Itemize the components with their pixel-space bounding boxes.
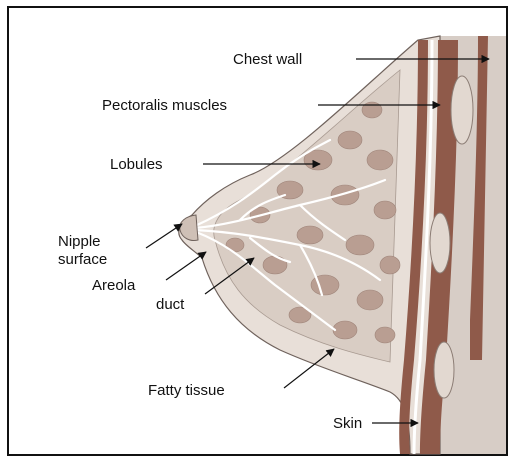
lobule [346, 235, 374, 255]
rib [430, 213, 450, 273]
arrow-areola [166, 252, 206, 280]
lobule [357, 290, 383, 310]
lobule [375, 327, 395, 343]
label-chest-wall: Chest wall [233, 51, 302, 68]
label-areola: Areola [92, 277, 136, 294]
label-fatty-tissue: Fatty tissue [148, 382, 225, 399]
rib [434, 342, 454, 398]
label-skin: Skin [333, 415, 362, 432]
lobule [380, 256, 400, 274]
label-pectoralis-muscles: Pectoralis muscles [102, 97, 227, 114]
lobule [374, 201, 396, 219]
label-surface: surface [58, 251, 107, 268]
label-nipple: Nipple [58, 233, 101, 250]
lobule [338, 131, 362, 149]
lobule [331, 185, 359, 205]
lobule [333, 321, 357, 339]
rib [451, 76, 473, 144]
lobule [367, 150, 393, 170]
arrow-nipple-surface [146, 224, 182, 248]
lobule [311, 275, 339, 295]
lobule [297, 226, 323, 244]
label-duct: duct [156, 296, 185, 313]
label-lobules: Lobules [110, 156, 163, 173]
